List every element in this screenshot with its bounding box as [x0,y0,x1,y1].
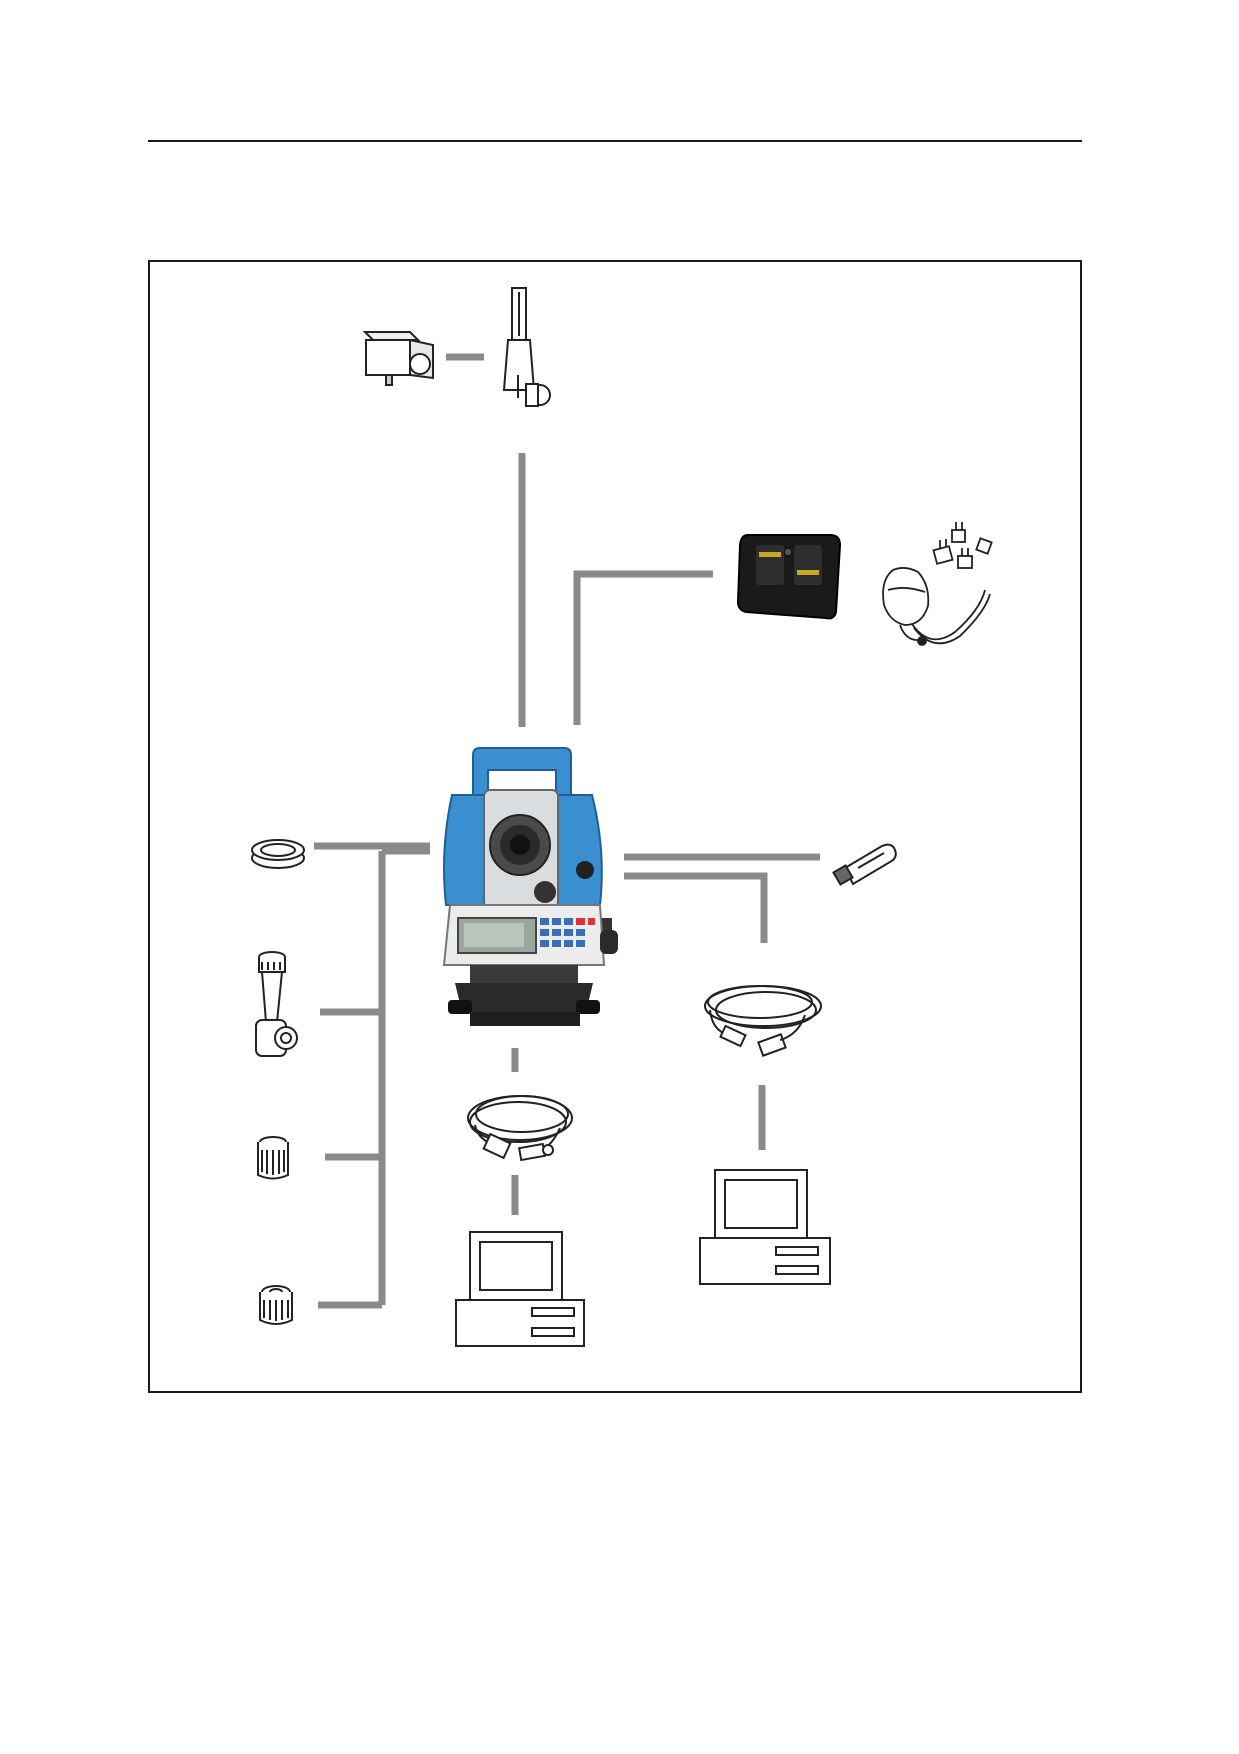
system-diagram-frame [148,260,1082,1393]
usb-cable-icon [704,985,822,1057]
connector-usb-cable [624,872,768,943]
serial-cable-icon [467,1095,573,1162]
lens-cap-icon [251,839,305,869]
header-rule [148,140,1082,142]
connectors [314,353,820,1309]
computer-icon [455,1231,585,1347]
eyepiece-extension-icon [255,951,298,1057]
total-station-icon [442,747,618,1026]
diagonal-eyepiece-icon [502,287,551,407]
battery-charger-icon [736,534,842,620]
lamp-icon [362,331,434,386]
ac-adapter-icon [882,522,993,646]
connector-charger [573,570,713,725]
eyepiece-lens-icon [257,1136,289,1180]
computer-icon [699,1169,831,1285]
eyepiece-lens-icon [259,1285,293,1325]
usb-stick-icon [832,843,897,886]
